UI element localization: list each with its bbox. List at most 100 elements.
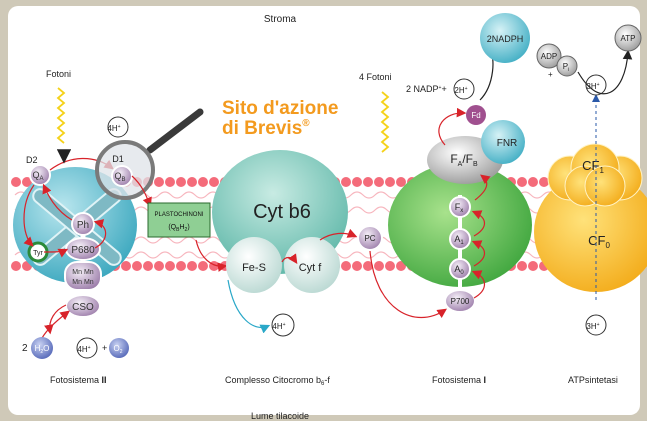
h-atp-top-label: 3H+ (586, 82, 599, 91)
lipid-head (341, 177, 351, 187)
a0-carrier (449, 258, 471, 280)
atp-bubble: ATP (614, 24, 642, 52)
h-bubble-cyt-lumen: 4H+ (271, 313, 295, 337)
p700-carrier (444, 289, 476, 313)
h-psii-top-label: 4H+ (107, 124, 120, 133)
lipid-head (528, 261, 538, 271)
lipid-head (143, 261, 153, 271)
cf0-label: CF0 (588, 233, 610, 250)
fnr-label: FNR (497, 138, 518, 149)
lipid-head (352, 177, 362, 187)
d2-label: D2 (26, 155, 38, 165)
lipid-head (154, 261, 164, 271)
psi-name: Fotosistema I (432, 375, 486, 385)
mn-top-label: Mn Mn (72, 269, 94, 276)
lipid-head (352, 261, 362, 271)
photosystem-ii: Ph P680 Mn Mn Mn Mn CSO QA D2 Tyr (13, 155, 137, 343)
atp-name: ATPsintetasi (568, 375, 618, 385)
cyt-name: Complesso Citocromo b6-f (225, 375, 330, 387)
psii-name: Fotosistema II (50, 375, 107, 385)
nadp-label: 2 NADP++ (406, 84, 447, 94)
lipid-head (198, 177, 208, 187)
lipid-head (363, 177, 373, 187)
mn-bottom-label: Mn Mn (72, 279, 94, 286)
lipid-head (165, 177, 175, 187)
water-coef: 2 (22, 343, 28, 354)
fd-label: Fd (471, 111, 480, 120)
water-plus: + (102, 343, 107, 353)
lipid-head (528, 177, 538, 187)
tyr-label: Tyr (33, 250, 43, 257)
brevis-title-line1: Sito d'azione (222, 98, 338, 119)
water-label: H2O (35, 344, 50, 355)
lipid-head (187, 177, 197, 187)
d1-label: D1 (112, 154, 124, 164)
lipid-head (154, 177, 164, 187)
lipid-head (176, 261, 186, 271)
nadph-label: 2NADPH (487, 34, 524, 44)
atp-plus: + (548, 70, 553, 79)
water-bubble: H2O (31, 337, 53, 359)
lipid-head (385, 261, 395, 271)
cso-label: CSO (72, 302, 94, 313)
h-bubble-psii-bottom: 4H+ (76, 337, 98, 359)
lipid-head (176, 177, 186, 187)
fx-carrier (449, 196, 471, 218)
cf0-body (534, 172, 647, 292)
h-bubble-psii-top: 4H+ (107, 116, 129, 138)
plastochinoni-line1: PLASTOCHINONI (155, 212, 204, 218)
lipid-head (121, 261, 131, 271)
qa-carrier (29, 164, 51, 186)
cso-carrier (65, 294, 101, 318)
cytf-carrier (284, 237, 340, 293)
adp-bubble: ADP (536, 43, 562, 69)
o2-label: O2 (113, 344, 122, 355)
mn-cluster (64, 261, 102, 291)
fes-carrier (226, 237, 282, 293)
fd-carrier (466, 105, 486, 125)
lipid-head (187, 261, 197, 271)
fes-label: Fe-S (242, 262, 266, 274)
h-psii-bottom-label: 4H+ (77, 345, 90, 354)
fnr-carrier (481, 120, 525, 164)
lipid-head (363, 261, 373, 271)
cytochrome-complex: Cyt b6 Fe-S Cyt f (212, 150, 358, 293)
brevis-title-line2: di Brevis® (222, 118, 310, 139)
h-atp-bottom-label: 3H+ (586, 322, 599, 331)
p680-label: P680 (71, 245, 95, 256)
pi-bubble: Pi (556, 55, 578, 77)
qa-label: QA (32, 170, 43, 182)
ph-label: Ph (77, 220, 89, 231)
photon-wave-psii (56, 87, 72, 164)
lipid-head (517, 261, 527, 271)
quattro-fotoni-label: 4 Fotoni (359, 72, 392, 82)
lipid-head (165, 261, 175, 271)
a0-label: A0 (454, 264, 464, 276)
lipid-head (209, 177, 219, 187)
lipid-head (396, 261, 406, 271)
h-bubble-psi-stroma: 2H+ (453, 78, 475, 100)
lipid-head (198, 261, 208, 271)
cf1-label: CF1 (582, 158, 604, 175)
photosystem-i: FNR FA/FB Fd Fx A1 A0 P700 (388, 105, 532, 313)
stroma-label: Stroma (264, 14, 297, 25)
qb-label: QB (114, 171, 125, 183)
plastochinoni-box: PLASTOCHINONI (QBH2) (147, 202, 211, 238)
h-bubble-atp-top: 3H+ (585, 74, 607, 96)
fotoni-label: Fotoni (46, 69, 71, 79)
lipid-head (396, 177, 406, 187)
lipid-head (341, 261, 351, 271)
lipid-head (374, 177, 384, 187)
adp-label: ADP (541, 52, 557, 61)
lipid-head (539, 177, 549, 187)
pc-label: PC (364, 234, 375, 243)
lipid-head (11, 261, 21, 271)
lipid-head (132, 261, 142, 271)
h-cyt-lumen-label: 4H+ (272, 322, 285, 331)
lipid-head (385, 177, 395, 187)
cyt-b6-title: Cyt b6 (253, 201, 311, 223)
h-bubble-atp-bottom: 3H+ (585, 314, 607, 336)
fx-label: Fx (455, 202, 464, 214)
